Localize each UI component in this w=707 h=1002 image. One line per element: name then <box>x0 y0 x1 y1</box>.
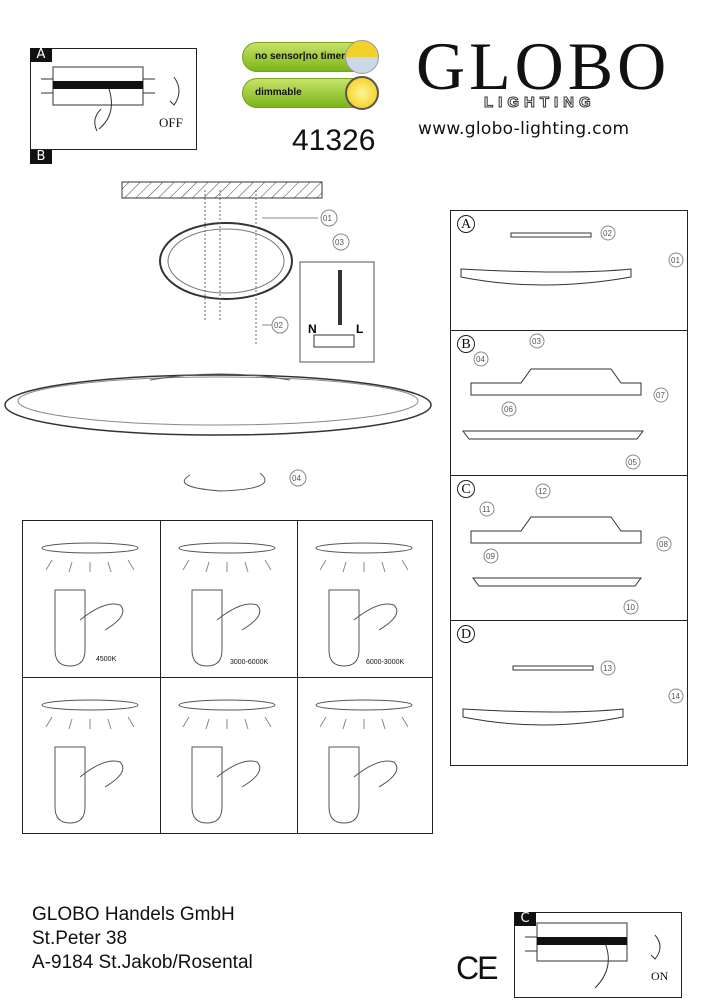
remote-illustration <box>22 520 159 681</box>
ce-mark: CE <box>456 950 498 986</box>
callout: 01 <box>671 256 680 265</box>
callout: 09 <box>486 552 495 561</box>
step-panel-d: D 13 14 <box>450 620 688 766</box>
circuit-breaker-icon <box>41 66 180 132</box>
remote-control-grid <box>22 520 433 834</box>
callout: 06 <box>504 405 513 414</box>
callout: 13 <box>603 664 612 673</box>
circuit-breaker-icon <box>525 922 661 989</box>
neutral-label: N <box>308 322 317 336</box>
callout: 12 <box>538 487 547 496</box>
step-label: D <box>457 625 475 643</box>
callout-03: 03 <box>335 238 344 247</box>
dimmer-icon <box>345 76 379 110</box>
remote-illustration <box>296 520 433 681</box>
callout: 02 <box>603 229 612 238</box>
remote-illustration <box>159 520 296 681</box>
lamp-body <box>4 374 432 436</box>
callout: 08 <box>659 540 668 549</box>
on-label: ON <box>651 969 669 983</box>
street: St.Peter 38 <box>32 928 128 949</box>
mounting-plate <box>159 222 293 300</box>
no-sensor-badge: no sensor|no timer <box>242 40 379 74</box>
website-url: www.globo-lighting.com <box>418 119 630 139</box>
callout: 04 <box>476 355 485 364</box>
badge-text: no sensor|no timer <box>255 51 346 62</box>
dimmable-badge: dimmable <box>242 76 379 110</box>
company-name: GLOBO Handels GmbH <box>32 904 235 925</box>
callout: 14 <box>671 692 680 701</box>
mode-6000-3000k: 6000-3000K <box>366 659 405 666</box>
remote-illustration <box>159 677 296 838</box>
city: A-9184 St.Jakob/Rosental <box>32 952 253 973</box>
mode-4500k: 4500K <box>96 656 117 663</box>
mounting-diagram: 01 03 N L 02 04 <box>4 181 432 492</box>
badge-text: dimmable <box>255 87 302 98</box>
callout: 05 <box>628 458 637 467</box>
ceiling-hatch <box>121 181 323 199</box>
callout: 03 <box>532 337 541 346</box>
step-label: B <box>457 335 475 353</box>
callout-04: 04 <box>292 474 301 483</box>
live-label: L <box>356 322 363 336</box>
step-c-tag: C <box>514 912 536 926</box>
callout-01: 01 <box>323 214 332 223</box>
switch-on-illustration: ON <box>514 912 682 998</box>
globo-logo: GLOBO <box>416 28 671 104</box>
mode-3000-6000k: 3000-6000K <box>230 659 269 666</box>
company-address: GLOBO Handels GmbH St.Peter 38 A-9184 St… <box>32 903 253 975</box>
step-label: C <box>457 480 475 498</box>
callout-02: 02 <box>274 321 283 330</box>
step-a-tag: A <box>30 48 52 62</box>
callout: 11 <box>482 505 491 514</box>
step-label: A <box>457 215 475 233</box>
lighting-logo: LIGHTING <box>484 94 596 112</box>
article-number: 41326 <box>292 124 376 157</box>
remote-illustration <box>22 677 159 838</box>
step-panel-a: A 02 01 <box>450 210 688 331</box>
step-panel-c: C 12 11 08 09 10 <box>450 475 688 621</box>
step-panel-b: B 03 04 06 07 05 <box>450 330 688 476</box>
callout: 07 <box>656 391 665 400</box>
step-b-tag: B <box>30 150 52 164</box>
no-sensor-no-timer-icon <box>345 40 379 74</box>
remote-illustration <box>296 677 433 838</box>
switch-off-illustration: OFF <box>30 48 197 150</box>
callout: 10 <box>626 603 635 612</box>
off-label: OFF <box>159 115 183 130</box>
